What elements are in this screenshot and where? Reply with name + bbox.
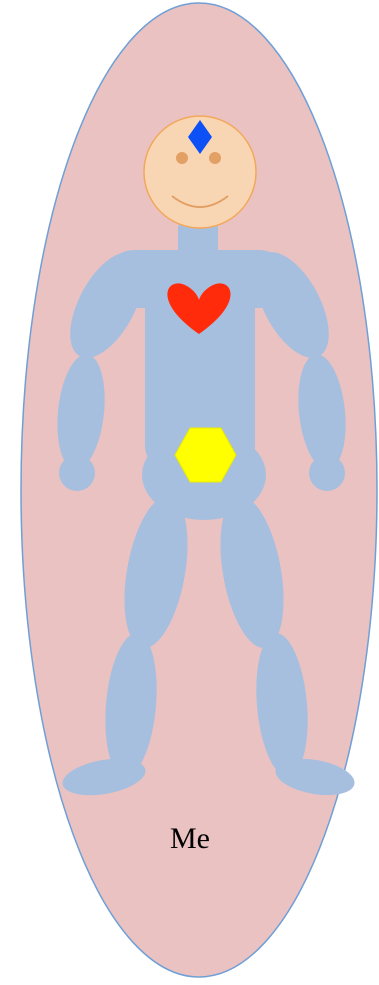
left-hand (59, 455, 95, 491)
right-eye (209, 152, 221, 164)
right-hand (309, 455, 345, 491)
caption-label: Me (140, 822, 240, 856)
left-eye (176, 152, 188, 164)
